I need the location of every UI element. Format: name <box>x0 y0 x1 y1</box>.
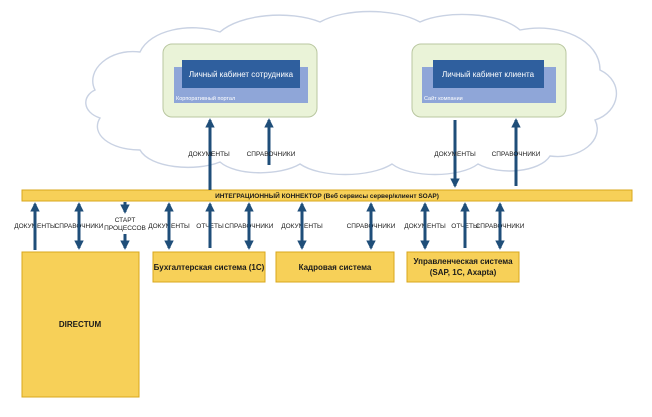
client-portal-title: Личный кабинет клиента <box>442 70 535 79</box>
client-portal-subtitle: Сайт компании <box>424 95 463 102</box>
lower-labels: ДОКУМЕНТЫ СПРАВОЧНИКИ СТАРТ ПРОЦЕССОВ ДО… <box>14 217 525 232</box>
directum-box: DIRECTUM <box>21 251 140 398</box>
start-processes-label-line2: ПРОЦЕССОВ <box>104 225 146 232</box>
integration-bus-title: ИНТЕГРАЦИОННЫЙ КОННЕКТОР (Веб сервисы се… <box>215 191 439 200</box>
hr-system-box: Кадровая система <box>275 251 395 283</box>
lower-arrows <box>30 202 505 250</box>
start-processes-label-line1: СТАРТ <box>115 217 136 224</box>
client-portal: Личный кабинет клиента Сайт компании <box>411 43 567 118</box>
employee-portal-title: Личный кабинет сотрудника <box>189 70 294 79</box>
employee-portal-subtitle: Корпоративный портал <box>176 95 235 102</box>
employee-references-label: СПРАВОЧНИКИ <box>247 151 296 158</box>
employee-portal-front-card <box>182 60 300 88</box>
client-portal-front-card <box>433 60 544 88</box>
management-system-label-line2: (SAP, 1С, Axapta) <box>430 268 497 277</box>
management-system-label-line1: Управленческая система <box>413 257 513 266</box>
directum-label: DIRECTUM <box>59 320 102 329</box>
employee-documents-label: ДОКУМЕНТЫ <box>188 151 230 158</box>
upper-arrows: ДОКУМЕНТЫ СПРАВОЧНИКИ ДОКУМЕНТЫ СПРАВОЧН… <box>188 118 541 190</box>
management-system-box: Управленческая система (SAP, 1С, Axapta) <box>406 251 520 283</box>
integration-bus-bar <box>21 189 633 202</box>
employee-portal: Личный кабинет сотрудника Корпоративный … <box>162 43 318 118</box>
accounting-system-box: Бухгалтерская система (1С) <box>152 251 266 283</box>
client-references-label: СПРАВОЧНИКИ <box>492 151 541 158</box>
integration-bus: ИНТЕГРАЦИОННЫЙ КОННЕКТОР (Веб сервисы се… <box>21 189 633 202</box>
accounting-system-rect <box>152 251 266 283</box>
accounting-system-label: Бухгалтерская система (1С) <box>154 263 265 272</box>
management-system-rect <box>406 251 520 283</box>
directum-rect <box>21 251 140 398</box>
hr-system-rect <box>275 251 395 283</box>
hr-system-label: Кадровая система <box>299 263 372 272</box>
client-documents-label: ДОКУМЕНТЫ <box>434 151 476 158</box>
